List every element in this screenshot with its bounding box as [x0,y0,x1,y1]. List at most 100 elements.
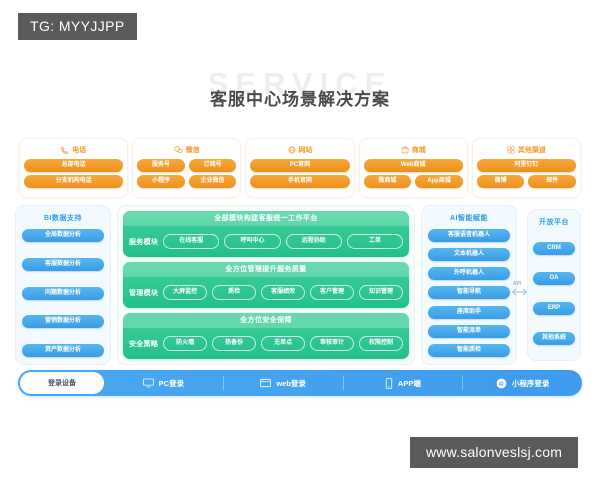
ai-capability-panel: AI智能赋能 客服语音机器人 文本机器人 外呼机器人 智能导航 座席助手 智能派… [422,206,516,364]
module-item[interactable]: 呼叫中心 [224,234,281,249]
module-item[interactable]: 知识管理 [359,285,403,300]
mall-icon [401,145,409,154]
wechat-icon [173,145,183,154]
bi-panel-list: 全局数据分析 客服数据分析 问题数据分析 营销数据分析 资产数据分析 [22,229,104,357]
channel-cards-row: 电话 总部电话 分支机构电话 微信 服务号 订阅号 小程序 企业微信 [20,139,581,197]
channel-pill[interactable]: PC官网 [250,159,350,172]
login-option-miniprogram[interactable]: 小程序登录 [463,376,582,390]
channel-pill[interactable]: 企业微信 [188,175,237,188]
module-item[interactable]: 热备份 [212,336,257,351]
channel-pill[interactable]: 手机官网 [250,175,350,188]
channel-pill[interactable]: App商城 [415,175,463,188]
channel-pill-row: 总部电话 [24,159,124,172]
channel-pill-row: 微博 邮件 [476,175,577,188]
channel-title: 微信 [185,146,200,154]
website-icon [287,145,296,154]
bi-item[interactable]: 营销数据分析 [22,315,104,329]
channel-pill[interactable]: 邮件 [528,175,577,188]
channel-pill[interactable]: 阿里钉钉 [476,159,577,172]
ai-item[interactable]: 座席助手 [428,305,510,319]
channel-pill[interactable]: 微博 [476,175,525,188]
channel-card-phone[interactable]: 电话 总部电话 分支机构电话 [20,139,128,197]
bi-item[interactable]: 问题数据分析 [22,286,104,300]
login-bar-label: 登录设备 [20,372,104,394]
channel-pill[interactable]: 总部电话 [24,159,124,172]
open-platform-item[interactable]: OA [533,271,575,285]
channel-pill[interactable]: 服务号 [137,159,185,172]
module-item[interactable]: 审核审计 [310,336,355,351]
channel-pill-row: 手机官网 [250,175,350,188]
channel-pill[interactable]: 小程序 [137,175,185,188]
open-platform-panel: 开放平台 CRM OA ERP 其他系统 [528,210,580,360]
module-item[interactable]: 远程协助 [285,234,342,249]
block-headline: 全部模块构建客服统一工作平台 [123,211,409,226]
url-watermark-badge: www.salonveslsj.com [410,437,579,468]
mobile-icon [385,377,393,389]
login-option-label: PC登录 [158,378,185,388]
ai-item[interactable]: 智能派单 [428,324,510,338]
ai-item[interactable]: 智能质检 [428,343,510,357]
module-item[interactable]: 无单点 [261,336,306,351]
page-header: SERVICE 客服中心场景解决方案 [0,66,600,116]
channel-title: 商城 [411,146,426,154]
login-option-web[interactable]: web登录 [224,376,344,390]
ai-panel-title: AI智能赋能 [450,215,488,222]
channel-pill-row: 阿里钉钉 [476,159,577,172]
channel-pill[interactable]: Web商城 [363,159,463,172]
service-module-block: 全部模块构建客服统一工作平台 服务模块 在线客服 呼叫中心 远程协助 工单 [123,211,409,257]
channel-title: 其他渠道 [517,146,546,154]
open-platform-list: CRM OA ERP 其他系统 [533,233,575,353]
open-platform-item[interactable]: ERP [533,301,575,315]
login-options: PC登录 web登录 APP端 小程序登录 [104,370,582,396]
channel-title: 网站 [298,146,313,154]
channel-pill-row: 分支机构电话 [24,175,124,188]
block-headline: 全方位管理提升服务质量 [123,262,409,277]
block-headline: 全方位安全保障 [123,313,409,328]
channel-card-website[interactable]: 网站 PC官网 手机官网 [246,139,354,197]
double-arrow-icon [511,288,528,296]
channel-pill[interactable]: 微商城 [363,175,412,188]
module-item[interactable]: 客户管理 [310,285,355,300]
login-option-app[interactable]: APP端 [344,376,464,390]
module-item[interactable]: 权限控制 [359,336,403,351]
login-option-label: web登录 [276,378,306,388]
block-label: 服务模块 [129,238,159,246]
ai-item[interactable]: 文本机器人 [428,248,510,262]
module-item[interactable]: 大屏监控 [163,285,208,300]
channel-pill-rows: PC官网 手机官网 [246,156,353,192]
channel-card-header: 其他渠道 [507,143,546,156]
block-label: 管理模块 [129,289,159,297]
ai-item[interactable]: 外呼机器人 [428,267,510,281]
module-item[interactable]: 在线客服 [163,234,220,249]
channel-pill-row: 小程序 企业微信 [137,175,237,188]
module-item[interactable]: 质检 [212,285,257,300]
channel-card-header: 微信 [173,143,200,156]
channel-pill[interactable]: 订阅号 [188,159,237,172]
ai-item[interactable]: 客服语音机器人 [428,229,510,242]
channel-card-wechat[interactable]: 微信 服务号 订阅号 小程序 企业微信 [133,139,241,197]
channel-pill-row: Web商城 [363,159,463,172]
module-item[interactable]: 工单 [346,234,404,249]
security-module-block: 全方位安全保障 安全策略 防火墙 热备份 无单点 审核审计 权限控制 [123,313,409,359]
bi-item[interactable]: 资产数据分析 [22,344,104,357]
login-option-pc[interactable]: PC登录 [104,376,224,390]
module-item[interactable]: 防火墙 [163,336,208,351]
block-body: 管理模块 大屏监控 质检 客服绩效 客户管理 知识管理 [123,277,409,308]
bi-data-panel: BI数据支持 全局数据分析 客服数据分析 问题数据分析 营销数据分析 资产数据分… [16,206,110,364]
bi-item[interactable]: 全局数据分析 [22,229,104,242]
solution-board: BI数据支持 全局数据分析 客服数据分析 问题数据分析 营销数据分析 资产数据分… [16,206,516,364]
channel-pill-row: 服务号 订阅号 [137,159,237,172]
ai-panel-list: 客服语音机器人 文本机器人 外呼机器人 智能导航 座席助手 智能派单 智能质检 [428,229,510,357]
channel-pill-row: PC官网 [250,159,350,172]
channel-card-mall[interactable]: 商城 Web商城 微商城 App商城 [359,139,467,197]
open-platform-item[interactable]: CRM [533,241,575,255]
module-item[interactable]: 客服绩效 [261,285,306,300]
channel-card-other[interactable]: 其他渠道 阿里钉钉 微博 邮件 [472,139,581,197]
open-platform-item[interactable]: 其他系统 [533,331,575,345]
channel-pill-rows: 服务号 订阅号 小程序 企业微信 [133,156,240,192]
channel-pill[interactable]: 分支机构电话 [24,175,124,188]
management-module-block: 全方位管理提升服务质量 管理模块 大屏监控 质检 客服绩效 客户管理 知识管理 [123,262,409,308]
bi-item[interactable]: 客服数据分析 [22,257,104,271]
api-connector: API [507,281,531,298]
ai-item[interactable]: 智能导航 [428,286,510,300]
